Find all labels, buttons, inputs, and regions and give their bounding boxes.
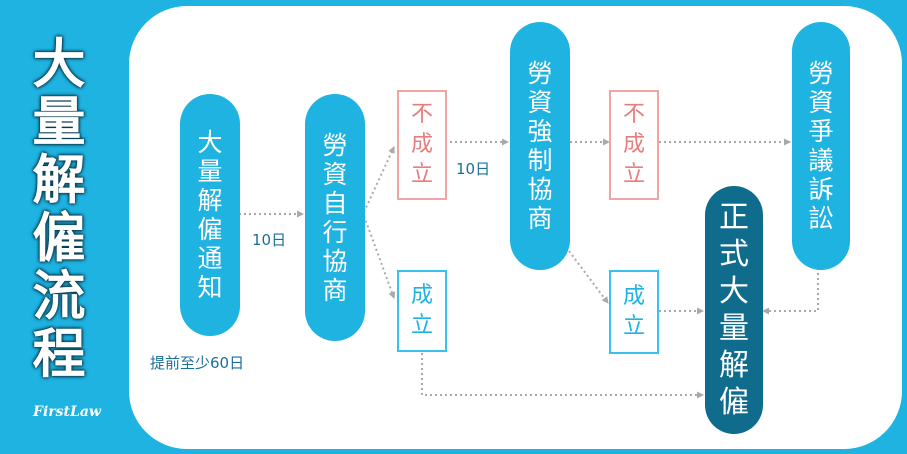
node-success-1: 成立 xyxy=(397,270,447,352)
main-title-char: 流 xyxy=(32,266,86,327)
main-title-char: 大 xyxy=(32,34,86,95)
main-title-char: 程 xyxy=(32,324,86,385)
node-labor-dispute: 勞資爭議訴訟 xyxy=(792,22,850,270)
node-notice: 大量解僱通知 xyxy=(180,94,240,336)
label-advance-notice: 提前至少60日 xyxy=(150,354,245,372)
node-self-negotiation-label: 勞資自行協商 xyxy=(322,130,348,305)
arrow-self-to-fail1 xyxy=(363,146,395,213)
arrow-success1-to-final xyxy=(421,348,704,399)
label-days-1: 10日 xyxy=(252,231,287,249)
brand-logo: FirstLaw xyxy=(33,404,101,420)
node-success-2-label: 成立 xyxy=(622,284,645,339)
node-formal-dismissal: 正式大量解僱 xyxy=(705,186,763,434)
arrow-forced-to-success2 xyxy=(565,246,609,304)
node-labor-dispute-label: 勞資爭議訴訟 xyxy=(808,59,834,233)
main-title-char: 僱 xyxy=(32,208,86,269)
main-title: 大量解僱流程 xyxy=(24,36,94,384)
node-fail-2-label: 不成立 xyxy=(622,102,645,187)
node-success-2: 成立 xyxy=(609,270,659,354)
main-title-char: 量 xyxy=(32,92,86,153)
node-fail-1: 不成立 xyxy=(397,90,447,200)
node-forced-negotiation: 勞資強制協商 xyxy=(510,22,570,270)
arrow-dispute-to-final xyxy=(762,268,819,315)
main-title-char: 解 xyxy=(32,150,86,211)
arrow-self-to-success1 xyxy=(363,215,396,299)
node-self-negotiation: 勞資自行協商 xyxy=(305,94,365,341)
node-fail-1-label: 不成立 xyxy=(410,102,433,187)
node-success-1-label: 成立 xyxy=(410,283,433,338)
label-days-2: 10日 xyxy=(456,160,491,178)
node-fail-2: 不成立 xyxy=(609,90,659,200)
node-formal-dismissal-label: 正式大量解僱 xyxy=(719,200,749,420)
node-forced-negotiation-label: 勞資強制協商 xyxy=(527,59,553,233)
node-notice-label: 大量解僱通知 xyxy=(197,128,223,302)
